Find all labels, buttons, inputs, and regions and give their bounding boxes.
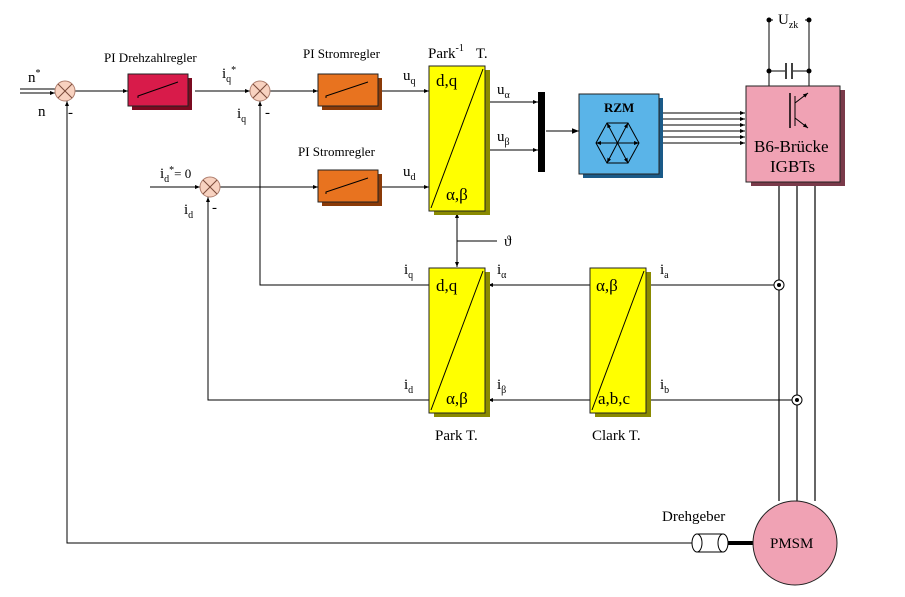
iq-feedback-label: iq	[237, 106, 246, 125]
dc-link-label: Uzk	[778, 12, 798, 31]
clark-transform	[589, 267, 651, 417]
id-star-label: id*= 0	[160, 165, 191, 185]
b6-label-line1: B6-Brücke	[754, 137, 829, 156]
minus-sign: -	[265, 105, 270, 121]
dc-link-terminal-left	[766, 17, 772, 23]
ualpha-label: uα	[497, 82, 511, 101]
encoder-icon	[691, 533, 729, 553]
ia-label: ia	[660, 262, 669, 281]
n-label: n	[38, 104, 46, 120]
junction-dot	[806, 68, 812, 74]
clark-top-label: α,β	[596, 276, 618, 295]
id-park-label: id	[404, 377, 413, 396]
pmsm-label: PMSM	[770, 536, 813, 552]
iq-star-label: iq*	[222, 65, 236, 85]
signal-bus-bar	[538, 92, 545, 172]
ubeta-label: uβ	[497, 129, 510, 148]
uq-label: uq	[403, 68, 416, 87]
b6-bridge	[745, 85, 845, 186]
iq-park-label: iq	[404, 262, 413, 281]
pi-current-d-controller	[317, 169, 382, 206]
rzm-modulator	[578, 93, 663, 178]
junction-dot	[766, 68, 772, 74]
clark-bottom-label: a,b,c	[598, 389, 631, 408]
dc-link-terminal-right	[806, 17, 812, 23]
ud-label: ud	[403, 164, 416, 183]
park-top-label: d,q	[436, 276, 458, 295]
park-title: Park T.	[435, 428, 478, 444]
pi-current-q-controller	[317, 73, 382, 110]
park-bottom-label: α,β	[446, 389, 468, 408]
minus-sign: -	[212, 200, 217, 216]
sum-junction-iq	[249, 80, 271, 102]
dc-link-capacitor	[785, 63, 793, 79]
current-sensor-b	[791, 394, 803, 406]
inverse-park-top-label: d,q	[436, 71, 458, 90]
minus-sign: -	[68, 105, 73, 121]
encoder-label: Drehgeber	[662, 509, 725, 525]
signal-wires	[20, 19, 816, 545]
inverse-park-transform	[428, 65, 490, 215]
theta-label: ϑ	[504, 234, 512, 250]
id-feedback-label: id	[184, 202, 193, 221]
current-sensor-a	[773, 279, 785, 291]
pmsm-motor	[752, 500, 838, 586]
pi-current-q-label: PI Stromregler	[303, 46, 381, 61]
pi-speed-controller	[127, 73, 192, 110]
rzm-label: RZM	[604, 100, 634, 115]
ibeta-label: iβ	[497, 377, 506, 396]
b6-label-line2: IGBTs	[770, 157, 815, 176]
n-star-label: n*	[28, 68, 41, 86]
ialpha-label: iα	[497, 262, 507, 281]
sum-junction-id	[199, 176, 221, 198]
ib-label: ib	[660, 377, 669, 396]
inverse-park-bottom-label: α,β	[446, 185, 468, 204]
clark-title: Clark T.	[592, 428, 641, 444]
pi-speed-label: PI Drehzahlregler	[104, 50, 197, 65]
pi-current-d-label: PI Stromregler	[298, 144, 376, 159]
sum-junction-speed	[54, 80, 76, 102]
park-transform	[428, 267, 490, 417]
